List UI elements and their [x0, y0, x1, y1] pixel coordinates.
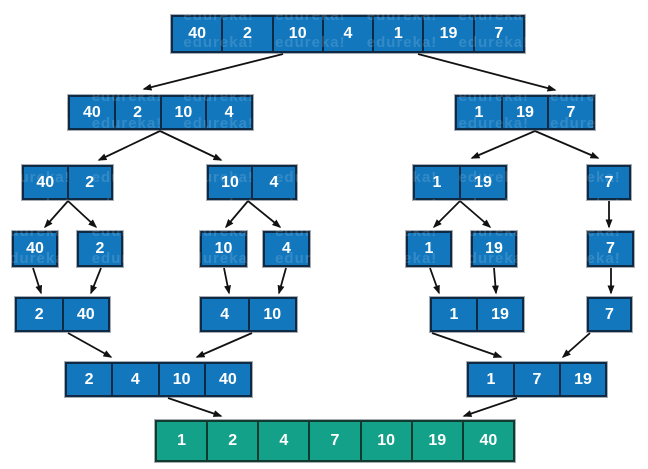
array-single-level-4: 1	[405, 230, 453, 268]
array-cell: 40	[82, 103, 101, 121]
array-cell: 10	[247, 299, 296, 330]
array-cell: 4	[205, 97, 251, 128]
array-cell: 1	[486, 370, 496, 388]
array-cell: 10	[159, 97, 206, 128]
array-cell: 1	[432, 173, 442, 191]
array-cell: 2	[84, 370, 94, 388]
array-cell: 40	[203, 364, 250, 395]
array-merge-level-5: 2 40	[14, 296, 111, 333]
array-cell: 2	[113, 97, 160, 128]
array-cell: 40	[26, 240, 44, 257]
array-cell: 4	[251, 167, 295, 198]
array-cell: 19	[485, 240, 503, 257]
array-cell: 19	[459, 167, 505, 198]
array-single-level-4: 7	[586, 230, 635, 268]
array-cell: 4	[257, 422, 308, 460]
array-cell: 2	[221, 17, 271, 51]
array-cell: 1	[177, 432, 187, 449]
array-split-level-3: 1 19	[412, 164, 508, 201]
array-cell: 19	[559, 364, 605, 395]
array-single-level-4: 40	[11, 230, 59, 268]
array-cell: 7	[547, 97, 593, 128]
array-cell: 19	[410, 422, 462, 460]
array-cell: 4	[321, 17, 372, 51]
array-split-level-3: 40 2	[21, 164, 114, 201]
array-single-level-4: 2	[76, 230, 124, 268]
array-single-level-4: 10	[199, 230, 248, 268]
array-cell: 1	[372, 17, 422, 51]
array-merge-level-5: 4 10	[199, 296, 298, 333]
array-split-level-3: 7	[586, 164, 632, 201]
array-cell: 10	[271, 17, 322, 51]
array-cell: 7	[605, 305, 614, 323]
array-cell: 1	[449, 305, 459, 323]
array-cell: 19	[422, 17, 472, 51]
array-cell: 10	[359, 422, 411, 460]
array-cell: 40	[461, 422, 513, 460]
array-cell: 1	[474, 103, 484, 121]
array-cell: 2	[95, 240, 105, 257]
array-cell: 40	[36, 173, 55, 191]
array-cell: 1	[424, 240, 434, 257]
array-cell: 10	[221, 173, 239, 191]
array-cell: 40	[188, 25, 207, 42]
array-merge-level-5: 7	[586, 296, 633, 333]
array-split-level-3: 10 4	[206, 164, 298, 201]
array-cell: 7	[472, 17, 523, 51]
array-merge-level-5: 1 19	[429, 296, 525, 333]
array-cell: 2	[34, 305, 44, 323]
array-cell: 2	[206, 422, 257, 460]
array-cell: 7	[604, 173, 614, 191]
array-single-level-4: 4	[262, 230, 311, 268]
array-cell: 4	[282, 240, 291, 257]
array-cell: 7	[513, 364, 559, 395]
array-cell: 4	[111, 364, 157, 395]
array-cell: 10	[214, 240, 233, 257]
array-cell: 19	[501, 97, 547, 128]
array-cell: 40	[61, 299, 109, 330]
array-cell: 7	[308, 422, 359, 460]
array-single-level-4: 19	[470, 230, 518, 268]
array-cell: 10	[157, 364, 204, 395]
array-cell: 4	[220, 305, 230, 323]
array-cell: 7	[606, 240, 615, 257]
array-cell: 19	[476, 299, 522, 330]
array-cell: 2	[66, 167, 112, 198]
